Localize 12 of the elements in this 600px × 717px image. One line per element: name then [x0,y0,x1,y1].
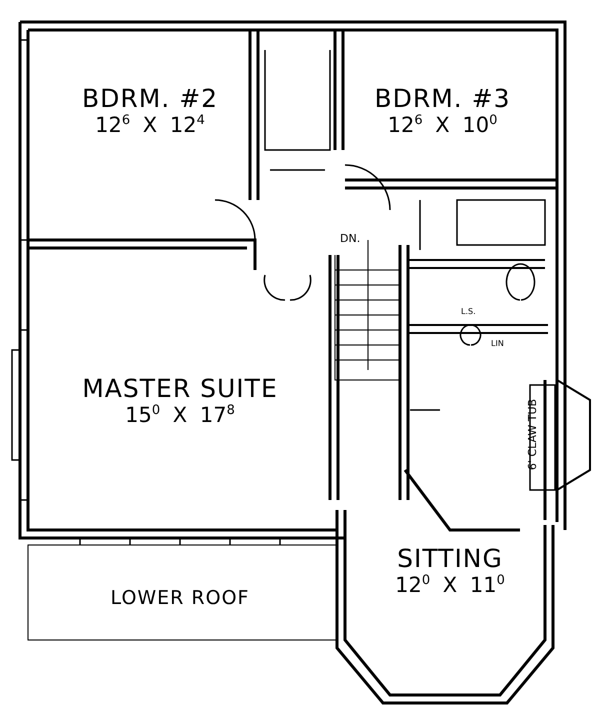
room-dimensions: 12$^{6}$ X 10$^{0}$ [388,112,498,136]
room-name: LOWER ROOF [110,586,250,608]
fixture-label: LIN [491,339,504,348]
room-dimensions: 12$^{6}$ X 12$^{4}$ [95,112,205,136]
room-name: BDRM. #2 [82,84,218,112]
room-dimensions: 12$^{0}$ X 11$^{0}$ [395,572,505,596]
stair-direction-label: DN. [340,232,360,245]
room-dimensions: 15$^{0}$ X 17$^{8}$ [125,402,235,426]
room-name: MASTER SUITE [82,374,278,402]
room-name: BDRM. #3 [374,84,511,112]
fixture-label: L.S. [461,307,476,316]
room-name: SITTING [397,544,503,572]
